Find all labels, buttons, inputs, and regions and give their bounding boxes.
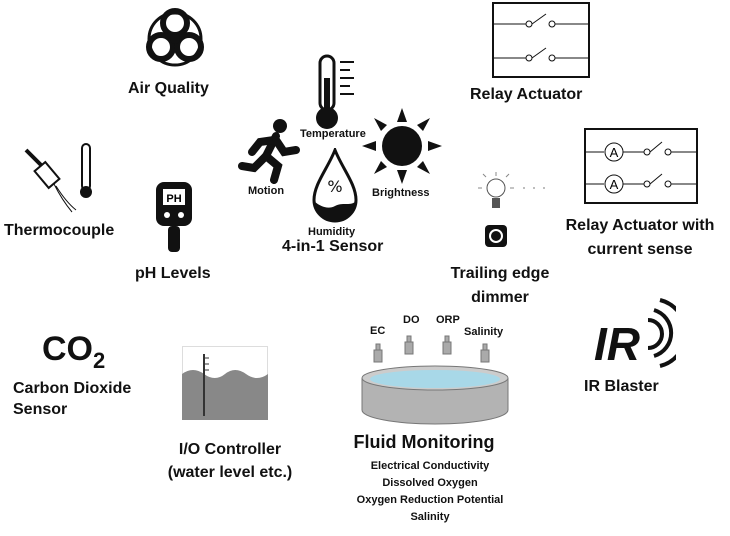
four-in-one-sensor-label: 4-in-1 Sensor (282, 238, 384, 255)
fluid-item: Dissolved Oxygen (382, 477, 478, 489)
fluid-tank-icon (361, 335, 509, 425)
svg-text:%: % (327, 177, 342, 196)
dimmer-knob-icon (485, 225, 507, 247)
io-controller-label: I/O Controller (water level etc.) (150, 438, 310, 484)
relay-current-sense-icon: A A (584, 128, 698, 204)
co2-symbol: CO2 (42, 330, 105, 374)
co2-subscript: 2 (93, 347, 106, 373)
ir-blaster-label: IR Blaster (584, 378, 659, 395)
dimmer-line-2: dimmer (471, 289, 529, 306)
relay-icon (492, 2, 590, 78)
thermocouple-label: Thermocouple (4, 222, 115, 239)
ammeter-label: A (610, 177, 619, 192)
co2-text: CO (42, 330, 93, 368)
svg-text:PH: PH (166, 193, 181, 205)
probe-label-orp: ORP (436, 314, 460, 326)
dimmer-line-1: Trailing edge (450, 265, 550, 282)
water-level-icon (182, 346, 268, 420)
relay-current-sense-label: Relay Actuator with current sense (552, 214, 728, 262)
co2-line-2: Sensor (13, 401, 68, 418)
thermocouple-icon (24, 143, 92, 213)
thermometer-icon (316, 54, 354, 129)
relay-actuator-label: Relay Actuator (470, 86, 583, 103)
ir-blaster-icon: IR (594, 298, 676, 370)
probe-label-do: DO (403, 314, 420, 326)
brightness-label: Brightness (372, 187, 430, 199)
relay-current-line-1: Relay Actuator with (565, 217, 715, 234)
relay-current-line-2: current sense (587, 241, 693, 258)
ph-levels-label: pH Levels (135, 265, 211, 282)
motion-label: Motion (248, 185, 285, 197)
biohazard-icon (146, 8, 204, 67)
temperature-label: Temperature (300, 128, 366, 140)
trailing-edge-dimmer-label: Trailing edge dimmer (446, 262, 554, 310)
probe-label-ec: EC (370, 325, 386, 337)
fluid-item: Salinity (410, 511, 450, 523)
io-line-1: I/O Controller (178, 441, 282, 458)
fluid-item: Electrical Conductivity (370, 460, 490, 472)
ph-meter-icon: PH (156, 182, 192, 252)
ir-logo-text: IR (594, 318, 640, 370)
humidity-label: Humidity (308, 226, 356, 238)
running-man-icon (238, 119, 300, 184)
sun-icon (362, 108, 442, 184)
air-quality-label: Air Quality (128, 80, 209, 97)
io-line-2: (water level etc.) (167, 464, 293, 481)
fluid-item: Oxygen Reduction Potential (356, 494, 504, 506)
fluid-monitoring-title: Fluid Monitoring (353, 432, 495, 452)
fluid-items-list: Electrical Conductivity Dissolved Oxygen… (340, 458, 520, 526)
humidity-drop-icon: % (312, 148, 358, 223)
probe-label-salinity: Salinity (464, 326, 504, 338)
ammeter-label: A (610, 145, 619, 160)
co2-line-1: Carbon Dioxide (13, 380, 132, 397)
light-bulb-icon (478, 172, 545, 208)
